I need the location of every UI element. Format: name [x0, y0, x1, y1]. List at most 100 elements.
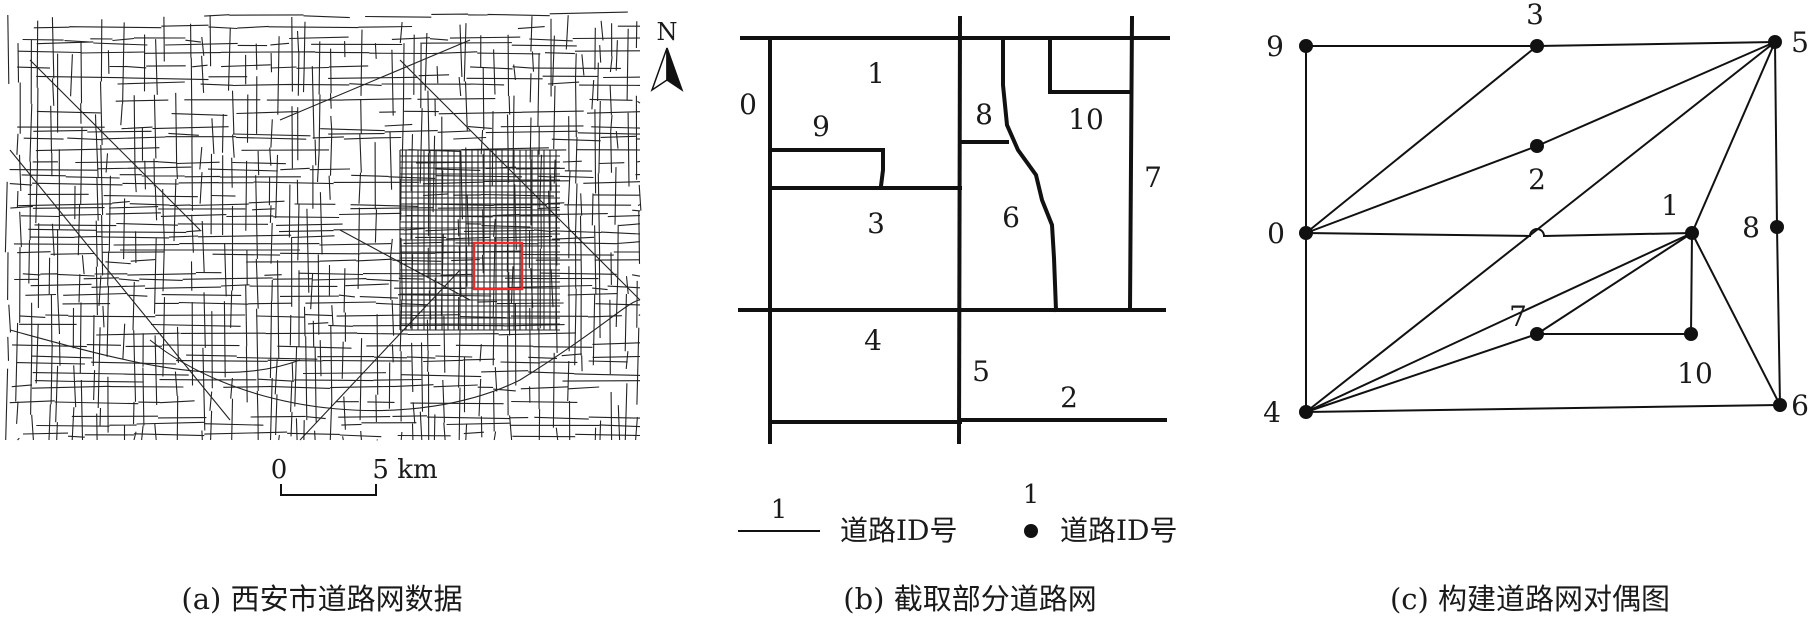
legend-dot-number: 1: [1023, 480, 1040, 510]
street-83: [34, 222, 641, 228]
street-89: [22, 271, 641, 277]
node-3: [1530, 39, 1544, 53]
edge-1-5: [1691, 41, 1776, 234]
edge-7-1: [1536, 232, 1693, 335]
road-extract-svg: 0 1 2 3 4 5 6 7 8 9 10 1 道路ID号 1 道路ID号: [738, 15, 1178, 547]
street-92: [25, 292, 618, 299]
node-label-1: 1: [1661, 189, 1679, 222]
road-label-6: 6: [1002, 201, 1020, 234]
highlight-box[interactable]: [472, 241, 524, 291]
node-label-2: 2: [1528, 163, 1546, 196]
edge-0-1: [1305, 228, 1693, 238]
street-31: [328, 48, 334, 441]
street-61: [204, 11, 628, 19]
legend-line-number: 1: [771, 495, 788, 525]
street-6: [70, 54, 77, 441]
street-26: [288, 16, 294, 437]
street-62: [33, 24, 640, 30]
street-19: [209, 15, 215, 441]
street-21: [227, 27, 235, 441]
node-label-0: 0: [1267, 217, 1285, 250]
node-7: [1530, 327, 1544, 341]
street-166: [29, 59, 201, 231]
svg-text:N: N: [657, 18, 678, 46]
edge-8-6: [1776, 226, 1781, 406]
street-28: [302, 21, 310, 441]
legend-dot-text: 道路ID号: [1060, 514, 1178, 547]
street-27: [294, 30, 300, 441]
svg-text:0: 0: [271, 455, 288, 485]
edge-3-5: [1536, 41, 1776, 47]
street-58: [614, 40, 621, 441]
node-2: [1530, 139, 1544, 153]
edge-4-7: [1305, 333, 1538, 413]
street-73: [23, 135, 641, 142]
street-97: [12, 342, 641, 349]
street-77: [21, 174, 641, 179]
node-label-8: 8: [1742, 211, 1760, 244]
edge-0-2: [1305, 145, 1538, 234]
street-69: [115, 98, 641, 104]
panel-a-road-map: N 0 5 km: [0, 0, 690, 560]
node-label-9: 9: [1266, 30, 1284, 63]
road-label-3: 3: [867, 207, 885, 240]
street-101: [34, 378, 641, 383]
street-11: [120, 22, 126, 440]
legend-line-text: 道路ID号: [840, 514, 958, 547]
road-label-0: 0: [739, 88, 757, 121]
road-id-labels: 0 1 2 3 4 5 6 7 8 9 10: [739, 57, 1162, 414]
street-103: [9, 400, 578, 405]
street-105: [36, 421, 641, 428]
node-label-5: 5: [1791, 26, 1809, 59]
road-label-8: 8: [975, 98, 993, 131]
edge-1-6: [1691, 232, 1781, 406]
node-9: [1299, 39, 1313, 53]
road-label-10: 10: [1068, 103, 1104, 136]
street-70: [36, 110, 641, 116]
street-63: [22, 36, 641, 43]
street-106: [22, 431, 641, 438]
road-9: [768, 148, 885, 189]
node-label-3: 3: [1526, 0, 1544, 31]
road-6: [1001, 36, 1059, 313]
street-15: [162, 16, 166, 377]
street-33: [357, 29, 363, 441]
street-167: [299, 269, 461, 441]
street-65: [18, 50, 641, 55]
road-7: [1127, 15, 1135, 313]
street-71: [17, 123, 641, 132]
road-label-4: 4: [864, 324, 882, 357]
street-100: [32, 370, 641, 378]
road-label-5: 5: [972, 355, 990, 388]
street-64: [36, 41, 577, 47]
edge-1-10: [1690, 232, 1693, 335]
road-10: [1048, 36, 1133, 94]
scale-bar: 0 5 km: [271, 455, 438, 496]
street-1: [15, 43, 22, 441]
node-4: [1299, 405, 1313, 419]
street-168: [9, 329, 301, 373]
edge-4-1: [1305, 232, 1693, 413]
street-29: [310, 66, 317, 441]
street-165: [9, 149, 231, 421]
node-labels: 0 1 2 3 4 5 6 7 8 9 10: [1263, 0, 1809, 429]
street-102: [11, 384, 600, 392]
edge-4-5: [1305, 41, 1776, 413]
edge-5-8: [1774, 41, 1778, 228]
street-170: [399, 59, 641, 301]
street-99: [16, 358, 628, 365]
street-14: [153, 39, 158, 441]
street-0: [4, 14, 12, 441]
legend-dot-sample: [1024, 524, 1038, 538]
road-label-9: 9: [812, 110, 830, 143]
street-56: [597, 20, 604, 441]
street-18: [199, 36, 206, 441]
node-10: [1684, 327, 1698, 341]
panel-c-dual-graph: 0 1 2 3 4 5 6 7 8 9 10: [1240, 0, 1816, 560]
street-5: [55, 53, 61, 441]
legend: 1 道路ID号 1 道路ID号: [738, 480, 1178, 547]
caption-b: (b) 截取部分道路网: [843, 582, 1097, 616]
street-50: [548, 18, 554, 308]
street-35: [388, 49, 395, 409]
street-173: [339, 229, 471, 301]
